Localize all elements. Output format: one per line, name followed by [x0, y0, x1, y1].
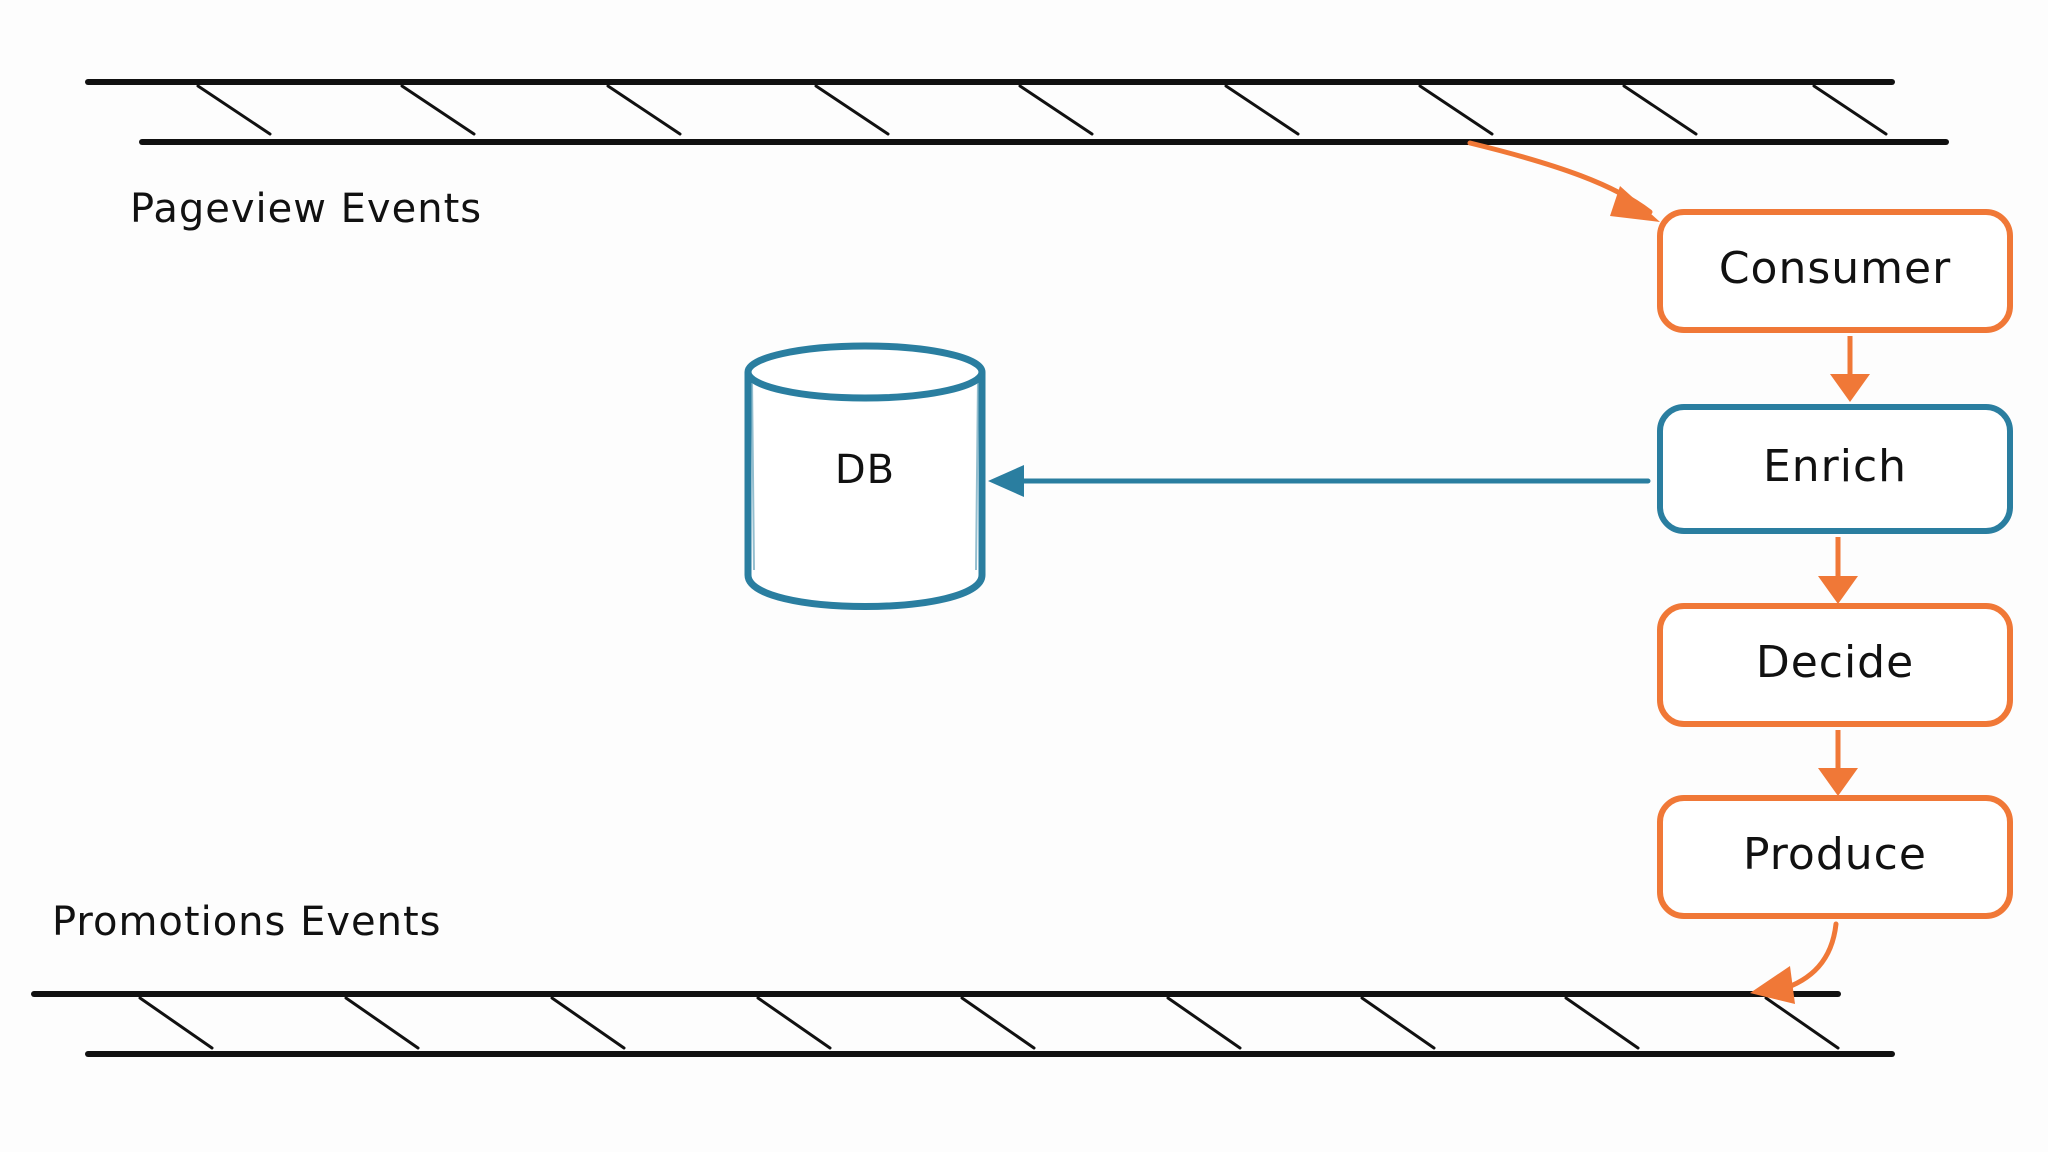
pageview-topic-hatch: [1622, 84, 1698, 136]
promotions-topic-hatch: [344, 996, 420, 1050]
promotions-topic-hatch: [960, 996, 1036, 1050]
promotions-topic-hatch: [1764, 996, 1840, 1050]
step-decide-label: Decide: [1756, 637, 1914, 688]
enrich-to-decide-arrow: [1818, 537, 1858, 604]
pageview-topic-hatch: [400, 84, 476, 136]
step-enrich-box: [1657, 404, 2013, 534]
step-consumer: Consumer: [1657, 209, 2013, 333]
step-enrich: Enrich: [1657, 404, 2013, 534]
produce-to-promotions-arrowhead: [1750, 966, 1795, 1004]
pageview-topic-label: Pageview Events: [130, 186, 482, 232]
step-enrich-label: Enrich: [1763, 441, 1907, 492]
step-produce-box: [1657, 795, 2013, 919]
enrich-to-decide-arrowhead: [1818, 576, 1858, 604]
db-label: DB: [835, 447, 895, 493]
pageview-topic-hatch: [1018, 84, 1094, 136]
pageview-topic-hatching: [196, 84, 1888, 136]
promotions-topic-hatching: [138, 996, 1840, 1050]
promotions-topic-hatch: [1166, 996, 1242, 1050]
step-produce-label: Produce: [1743, 829, 1927, 880]
step-consumer-label: Consumer: [1719, 243, 1951, 294]
db-cylinder: DB: [744, 342, 986, 610]
consumer-to-enrich-arrowhead: [1830, 374, 1870, 402]
pageview-to-consumer-arrowhead: [1610, 186, 1660, 222]
pageview-topic-hatch: [1418, 84, 1494, 136]
pageview-topic: [85, 79, 1949, 145]
db-cylinder-top: [744, 342, 986, 402]
step-decide: Decide: [1657, 603, 2013, 727]
decide-to-produce-arrowhead: [1818, 768, 1858, 796]
pageview-topic-hatch: [196, 84, 272, 136]
pageview-topic-hatch: [1812, 84, 1888, 136]
promotions-topic-hatch: [1564, 996, 1640, 1050]
db-cylinder-sketch: [751, 379, 979, 571]
pageview-topic-hatch: [606, 84, 682, 136]
promotions-topic-hatch: [1360, 996, 1436, 1050]
decide-to-produce-arrow: [1818, 730, 1858, 796]
consumer-to-enrich-arrow: [1830, 336, 1870, 402]
step-decide-box: [1657, 603, 2013, 727]
pageview-topic-hatch: [814, 84, 890, 136]
pageview-topic-hatch: [1224, 84, 1300, 136]
promotions-topic-hatch: [756, 996, 832, 1050]
enrich-to-db-arrowhead: [988, 465, 1024, 497]
step-produce: Produce: [1657, 795, 2013, 919]
promotions-topic-label: Promotions Events: [52, 899, 442, 945]
promotions-topic-hatch: [550, 996, 626, 1050]
step-consumer-box: [1657, 209, 2013, 333]
promotions-topic-hatch: [138, 996, 214, 1050]
promotions-topic: [31, 991, 1895, 1057]
db-cylinder-body: [744, 372, 986, 610]
